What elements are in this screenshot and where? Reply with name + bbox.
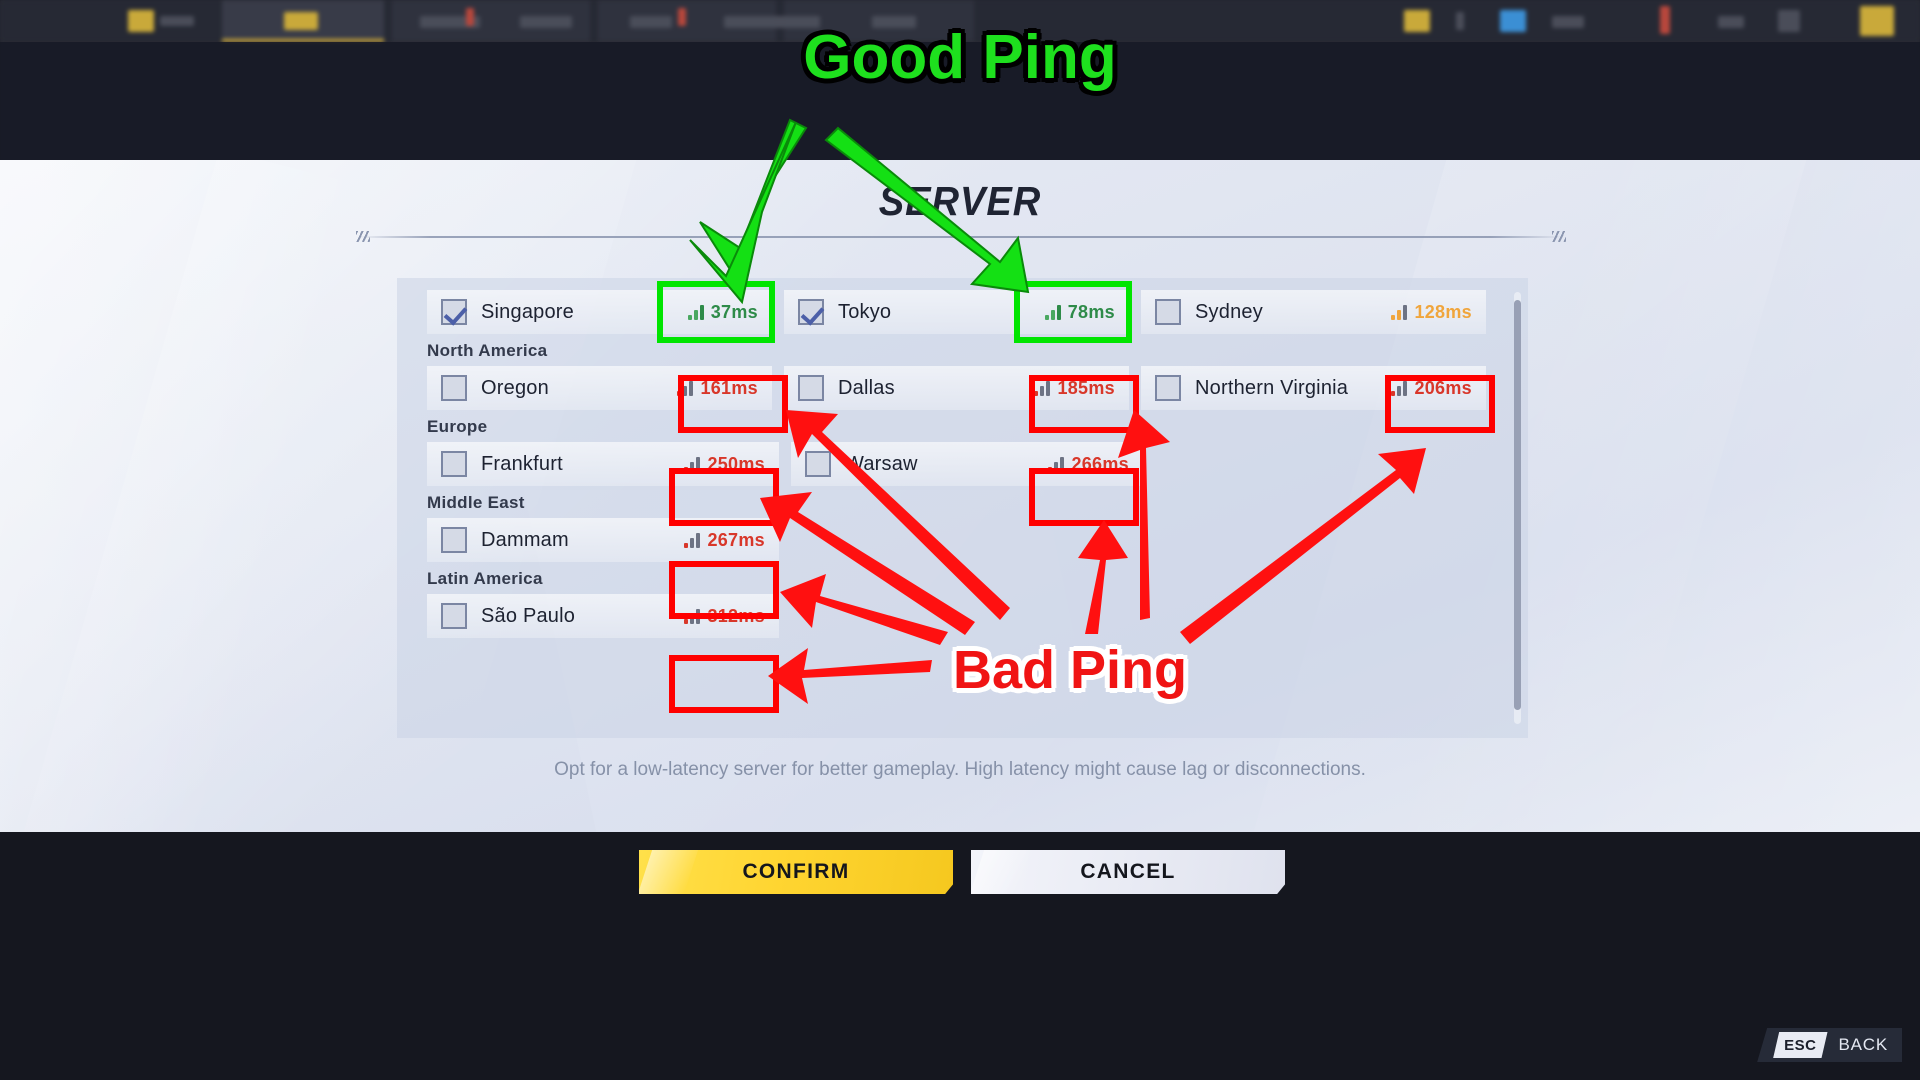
server-row: Dammam 267ms — [397, 518, 1498, 562]
server-name: Oregon — [481, 376, 549, 399]
ping-indicator: 128ms — [1391, 302, 1472, 323]
server-name: São Paulo — [481, 604, 576, 627]
ping-indicator: 312ms — [684, 606, 765, 627]
divider-tick-right — [1552, 231, 1566, 242]
server-item-dallas[interactable]: Dallas 185ms — [784, 366, 1129, 410]
confirm-button[interactable]: CONFIRM — [639, 850, 953, 894]
signal-bars-icon — [684, 532, 701, 548]
top-overlay-dim — [0, 42, 1920, 160]
server-name: Northern Virginia — [1195, 376, 1349, 399]
esc-back-hint[interactable]: ESC BACK — [1757, 1028, 1902, 1062]
server-item-sydney[interactable]: Sydney 128ms — [1141, 290, 1486, 334]
server-name: Singapore — [481, 300, 574, 323]
cancel-button[interactable]: CANCEL — [971, 850, 1285, 894]
region-header: Middle East — [427, 493, 525, 512]
server-checkbox[interactable] — [1155, 375, 1181, 401]
server-item-são-paulo[interactable]: São Paulo 312ms — [427, 594, 779, 638]
server-checkbox[interactable] — [441, 527, 467, 553]
ping-indicator: 37ms — [687, 301, 758, 323]
ping-indicator: 206ms — [1391, 378, 1472, 399]
ping-value: 128ms — [1414, 301, 1472, 322]
server-checkbox[interactable] — [798, 299, 824, 325]
server-item-northern-virginia[interactable]: Northern Virginia 206ms — [1141, 366, 1486, 410]
server-row: São Paulo 312ms — [397, 594, 1498, 638]
ping-value: 312ms — [707, 605, 765, 626]
signal-bars-icon — [1391, 380, 1408, 396]
ping-indicator: 266ms — [1048, 454, 1129, 475]
signal-bars-icon — [684, 456, 701, 472]
signal-bars-icon — [1034, 380, 1051, 396]
ping-value: 206ms — [1414, 377, 1472, 398]
helper-text: Opt for a low-latency server for better … — [554, 759, 1366, 780]
ping-indicator: 161ms — [677, 378, 758, 399]
server-name: Dammam — [481, 528, 569, 551]
dialog-footer: CONFIRM CANCEL — [0, 832, 1920, 1080]
server-item-singapore[interactable]: Singapore 37ms — [427, 290, 772, 334]
ping-indicator: 185ms — [1034, 378, 1115, 399]
title-divider — [358, 236, 1563, 238]
region-header: North America — [427, 341, 548, 360]
server-item-oregon[interactable]: Oregon 161ms — [427, 366, 772, 410]
ping-value: 266ms — [1071, 453, 1129, 474]
server-row: Oregon 161ms Dallas 185ms Northern Virginia 2… — [397, 366, 1498, 410]
signal-bars-icon — [687, 304, 704, 320]
server-checkbox[interactable] — [441, 451, 467, 477]
server-name: Tokyo — [838, 300, 892, 323]
server-checkbox[interactable] — [441, 299, 467, 325]
server-checkbox[interactable] — [441, 375, 467, 401]
signal-bars-icon — [1048, 456, 1065, 472]
esc-key-badge: ESC — [1773, 1032, 1827, 1058]
server-name: Sydney — [1195, 300, 1263, 323]
server-name: Frankfurt — [481, 452, 563, 475]
ping-value: 37ms — [710, 301, 758, 322]
signal-bars-icon — [684, 608, 701, 624]
signal-bars-icon — [1044, 304, 1061, 320]
ping-indicator: 267ms — [684, 530, 765, 551]
region-header: Latin America — [427, 569, 543, 588]
server-row: Singapore 37ms Tokyo 78ms Sydney 128ms — [397, 290, 1498, 334]
page-title: SERVER — [878, 178, 1042, 224]
server-checkbox[interactable] — [805, 451, 831, 477]
signal-bars-icon — [1391, 304, 1408, 320]
server-row: Frankfurt 250ms Warsaw 266ms — [397, 442, 1498, 486]
ping-value: 250ms — [707, 453, 765, 474]
server-checkbox[interactable] — [441, 603, 467, 629]
ping-indicator: 250ms — [684, 454, 765, 475]
server-item-warsaw[interactable]: Warsaw 266ms — [791, 442, 1143, 486]
back-label: BACK — [1838, 1035, 1888, 1054]
server-name: Dallas — [838, 376, 895, 399]
cancel-button-label: CANCEL — [1080, 860, 1176, 883]
server-checkbox[interactable] — [798, 375, 824, 401]
ping-value: 161ms — [700, 377, 758, 398]
server-name: Warsaw — [845, 452, 918, 475]
server-item-tokyo[interactable]: Tokyo 78ms — [784, 290, 1129, 334]
divider-tick-left — [356, 231, 370, 242]
server-item-frankfurt[interactable]: Frankfurt 250ms — [427, 442, 779, 486]
server-checkbox[interactable] — [1155, 299, 1181, 325]
signal-bars-icon — [677, 380, 694, 396]
game-top-navbar — [0, 0, 1920, 42]
scrollbar-thumb[interactable] — [1514, 300, 1521, 710]
ping-indicator: 78ms — [1044, 301, 1115, 323]
ping-value: 185ms — [1057, 377, 1115, 398]
server-item-dammam[interactable]: Dammam 267ms — [427, 518, 779, 562]
region-header: Europe — [427, 417, 488, 436]
ping-value: 78ms — [1067, 301, 1115, 322]
confirm-button-label: CONFIRM — [742, 860, 850, 883]
ping-value: 267ms — [707, 529, 765, 550]
